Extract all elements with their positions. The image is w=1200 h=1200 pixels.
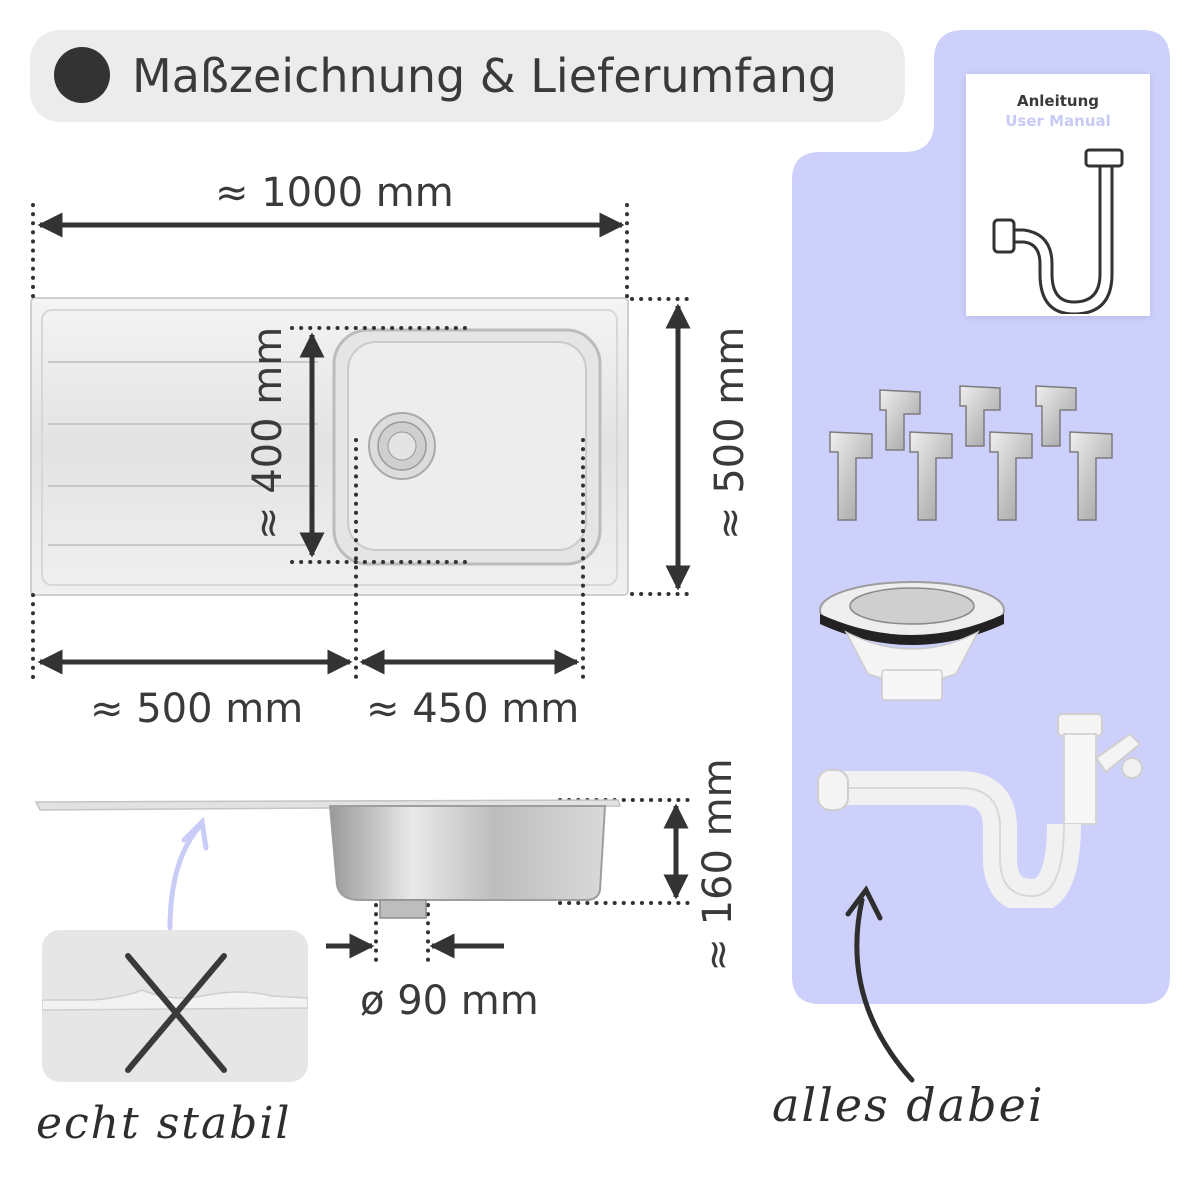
label-bowl-height: ≈ 160 mm <box>695 758 741 972</box>
manual-title-de: Anleitung <box>1016 92 1099 110</box>
strainer-icon <box>819 581 1005 701</box>
cross-icon <box>42 953 308 1073</box>
manual-icon: Anleitung User Manual <box>966 74 1150 316</box>
drainboard-grooves <box>48 361 318 546</box>
header-bullet-icon <box>54 47 110 103</box>
drain-side-icon <box>379 899 427 919</box>
caption-included: alles dabei <box>772 1078 1045 1132</box>
sink-side-view <box>34 799 622 919</box>
header-bar <box>30 30 905 122</box>
label-total-depth: ≈ 500 mm <box>707 326 753 540</box>
detail-box <box>42 930 308 1082</box>
caption-sturdy: echt stabil <box>36 1098 292 1149</box>
drain-top-icon <box>368 412 436 480</box>
manual-title-en: User Manual <box>1005 112 1111 130</box>
mounting-clip-icon <box>829 385 1113 521</box>
label-bowl-depth: ≈ 400 mm <box>245 326 291 540</box>
curved-arrow-dark-icon <box>845 885 915 1083</box>
label-drainboard-width: ≈ 500 mm <box>90 686 304 732</box>
mounting-clips <box>829 385 1113 521</box>
label-total-width: ≈ 1000 mm <box>215 170 454 216</box>
label-bowl-width: ≈ 450 mm <box>366 686 580 732</box>
page-title: Maßzeichnung & Lieferumfang <box>132 49 838 103</box>
manual-siphon-icon <box>992 148 1124 314</box>
siphon-icon <box>817 713 1143 908</box>
sink-top-view <box>30 297 629 596</box>
label-drain-diameter: ø 90 mm <box>360 978 539 1024</box>
curved-arrow-icon <box>167 816 209 931</box>
